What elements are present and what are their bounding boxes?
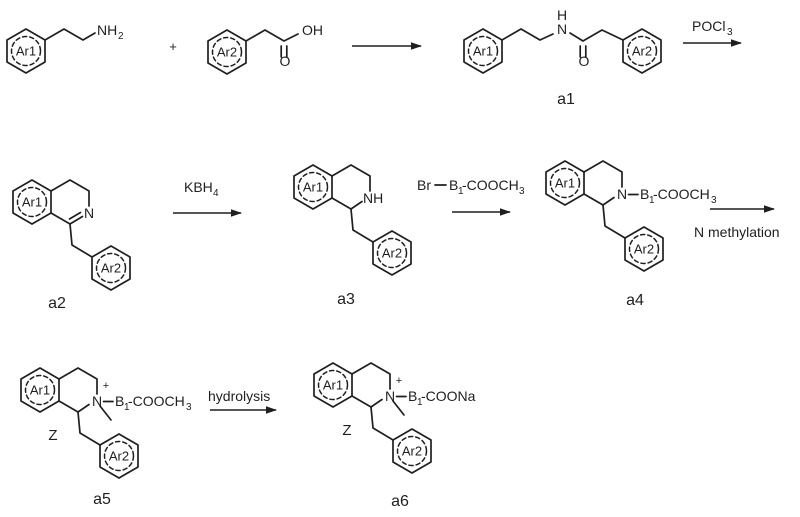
bonds [583,160,639,239]
pocl3-subscript: 3 [727,27,733,38]
amine-nh-label: NH [363,190,383,206]
step-n-methylation: N methylation [694,205,780,240]
nh2-label: NH [97,22,117,38]
plus-sign: + [169,39,177,54]
ester-label: -COOCH [462,177,519,193]
nh2-subscript: 2 [118,31,124,42]
structure-phenethylamine: Ar1 NH 2 [6,22,124,74]
structure-a2: Ar1 N Ar2 a2 [12,179,131,312]
structure-a3: Ar1 NH Ar2 a3 [293,164,412,308]
kbh4-label: KBH [184,179,213,195]
bonds [44,28,96,41]
compound-label-a1: a1 [557,91,575,108]
ar1-ring: Ar1 [20,367,60,413]
compound-label-a2: a2 [48,295,66,312]
reagent-kbh4: KBH 4 [173,179,242,217]
b-subscript: 1 [124,402,130,413]
pocl3-label: POCl [692,18,725,34]
ar1-label: Ar1 [30,383,50,398]
charge-plus: + [103,380,109,392]
ar1-label: Ar1 [555,176,575,191]
ar2-label: Ar2 [382,246,402,261]
z-counterion-label: Z [48,427,57,444]
amide-n-label: N [557,21,567,37]
ar1-ring: Ar1 [6,28,46,74]
bonds [245,29,299,58]
structure-a6: Ar1 N + B 1 -COONa Z Ar2 a6 [313,362,476,510]
structure-arylacetic-acid: Ar2 OH O [207,22,323,75]
structure-a5: Ar1 N + B 1 -COOCH 3 Z Ar2 a5 [20,367,192,508]
imine-n-label: N [84,205,94,221]
ar2-ring: Ar2 [622,28,662,74]
structure-a4: Ar1 N B 1 -COOCH 3 Ar2 a4 [545,160,717,309]
b-label: B [115,393,124,409]
carbonyl-o-label: O [280,53,291,69]
hydrolysis-label: hydrolysis [208,388,270,404]
ar2-ring: Ar2 [99,433,139,479]
ar1-ring: Ar1 [463,28,503,74]
ester-subscript: 3 [186,402,192,413]
b-label: B [640,186,649,202]
ar2-label: Ar2 [109,449,129,464]
ar2-ring: Ar2 [207,29,247,75]
ar1-label: Ar1 [16,44,36,59]
structure-a1: Ar1 H N O Ar2 a1 [463,7,662,108]
bonds [58,367,114,446]
ring-n-label: N [92,393,102,409]
carboxylate-label: -COONa [421,388,476,404]
ring-n-label: N [617,186,627,202]
bonds [351,362,407,441]
ar1-label: Ar1 [323,378,343,393]
ar1-ring: Ar1 [12,179,52,225]
ar2-ring: Ar2 [372,230,412,276]
reagent-bromoester: Br B 1 -COOCH 3 [417,177,525,216]
ar1-ring: Ar1 [293,164,333,210]
compound-label-a3: a3 [337,291,355,308]
carbonyl-o-label: O [579,53,590,69]
bonds [331,164,374,243]
ar2-ring: Ar2 [624,226,664,272]
ring-n-label: N [385,388,395,404]
b-label: B [449,177,458,193]
ester-subscript: 3 [711,195,717,206]
br-label: Br [417,177,431,193]
ar2-ring: Ar2 [392,428,432,474]
ar1-label: Ar1 [473,44,493,59]
n-methylation-label: N methylation [694,224,780,240]
step-hydrolysis: hydrolysis [208,388,277,414]
ar2-label: Ar2 [101,261,121,276]
ar2-label: Ar2 [217,45,237,60]
ar1-ring: Ar1 [545,160,585,206]
ester-label: -COOCH [653,186,710,202]
compound-label-a6: a6 [391,493,409,510]
ar2-ring: Ar2 [91,245,131,291]
ar1-label: Ar1 [22,195,42,210]
b-label: B [408,388,417,404]
b-subscript: 1 [649,195,655,206]
bonds [50,179,93,258]
ester-subscript: 3 [519,186,525,197]
ar2-label: Ar2 [402,444,422,459]
z-counterion-label: Z [342,422,351,439]
amide-h-label: H [557,7,567,23]
b-subscript: 1 [458,186,464,197]
ar1-label: Ar1 [303,180,323,195]
kbh4-subscript: 4 [213,188,219,199]
charge-plus: + [396,375,402,387]
compound-label-a5: a5 [93,491,111,508]
reagent-pocl3: POCl 3 [683,18,742,47]
ester-label: -COOCH [128,393,185,409]
bonds [501,28,624,58]
ar2-label: Ar2 [634,242,654,257]
hydroxyl-label: OH [302,22,323,38]
ar2-label: Ar2 [632,44,652,59]
ar1-ring: Ar1 [313,362,353,408]
compound-label-a4: a4 [626,292,644,309]
b-subscript: 1 [417,397,423,408]
